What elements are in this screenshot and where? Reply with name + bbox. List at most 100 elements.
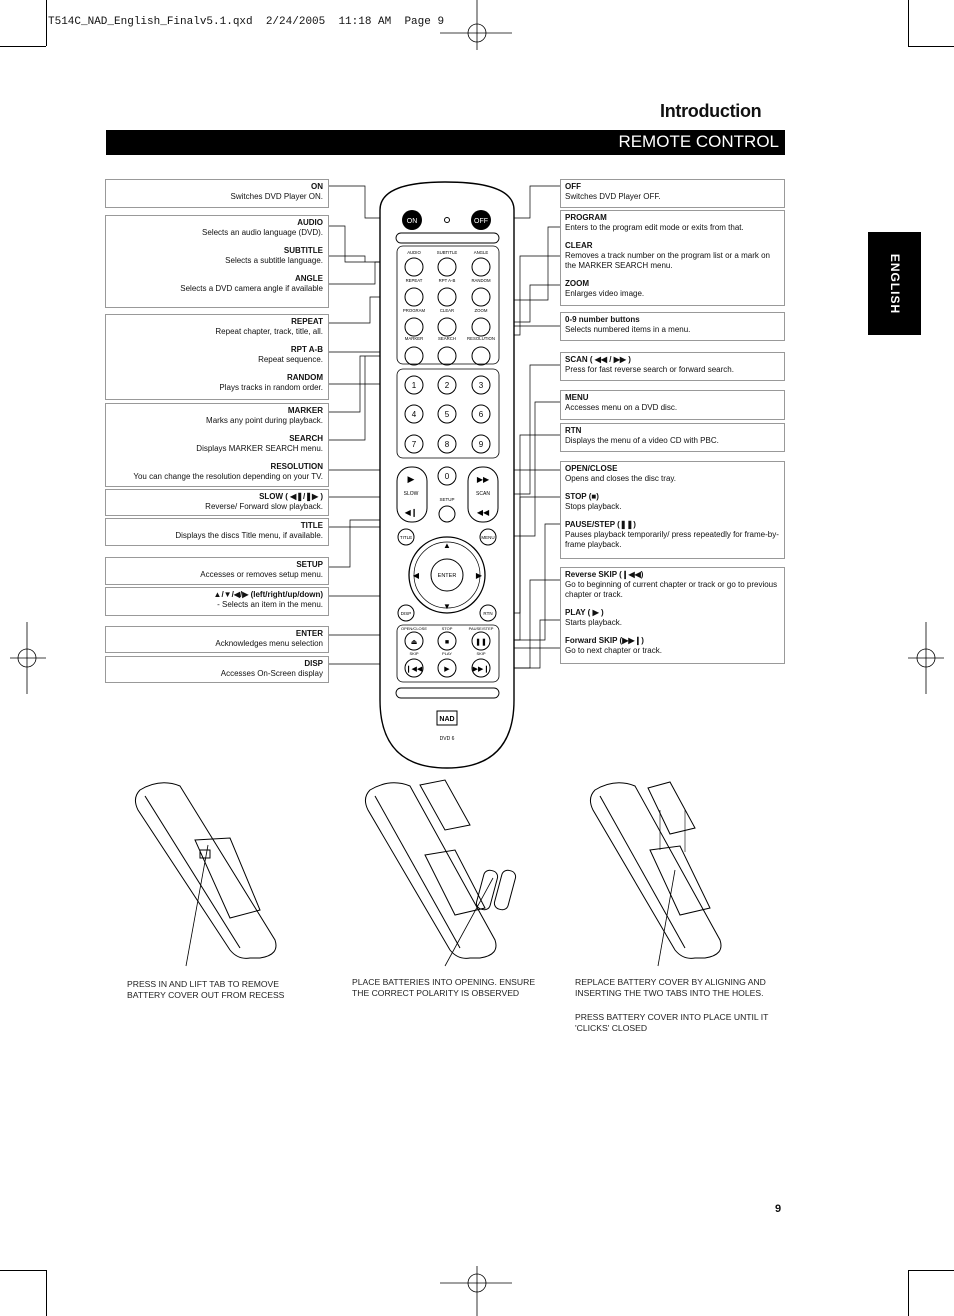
remote-function-button xyxy=(437,257,457,277)
entry-title: Forward SKIP (▶▶❙) xyxy=(565,636,644,645)
entry-description: Displays the discs Title menu, if availa… xyxy=(175,531,323,540)
crop-mark xyxy=(0,1270,46,1271)
entry-title: MARKER xyxy=(287,406,323,415)
remote-function-button xyxy=(404,287,424,307)
digit-button xyxy=(437,404,457,424)
entry-description: Plays tracks in random order. xyxy=(219,383,323,392)
setup-button xyxy=(438,505,456,523)
entry-title: REPEAT xyxy=(291,317,323,326)
remote-button-label: ZOOM xyxy=(475,308,488,313)
remote-button-label: RANDOM xyxy=(471,278,491,283)
entry-description: Displays MARKER SEARCH menu. xyxy=(196,444,323,453)
entry-title: MENU xyxy=(565,393,589,402)
digit-label: 4 xyxy=(412,410,417,419)
transport-button xyxy=(437,658,457,678)
digit-label: 3 xyxy=(479,381,484,390)
slow-label: SLOW xyxy=(404,491,419,497)
right-box: Reverse SKIP (❙◀◀)Go to beginning of cur… xyxy=(560,567,785,664)
battery-step2-illustration xyxy=(364,779,517,967)
crop-mark xyxy=(46,1270,47,1316)
remote-button-label: CLEAR xyxy=(440,308,454,313)
crop-mark xyxy=(0,46,46,47)
entry-description: Pauses playback temporarily/ press repea… xyxy=(565,530,779,549)
entry-title: RTN xyxy=(565,426,582,435)
description-entry: STOP (■)Stops playback. xyxy=(565,492,780,512)
title-button-label: TITLE xyxy=(400,535,412,540)
title-button xyxy=(397,528,415,546)
remote-function-button xyxy=(471,317,491,337)
entry-title: DISP xyxy=(304,659,323,668)
enter-label: ENTER xyxy=(438,573,457,579)
entry-description: Switches DVD Player OFF. xyxy=(565,192,661,201)
entry-description: Marks any point during playback. xyxy=(206,416,323,425)
entry-description: Removes a track number on the program li… xyxy=(565,251,770,270)
digit-label: 1 xyxy=(412,381,417,390)
remote-button-label: RPT A-B xyxy=(439,278,456,283)
transport-panel xyxy=(396,624,500,683)
entry-title: ANGLE xyxy=(295,274,323,283)
remote-button-label: PROGRAM xyxy=(403,308,426,313)
scan-label: SCAN xyxy=(476,491,490,497)
crop-mark xyxy=(908,1270,954,1271)
model-label: DVD 6 xyxy=(440,736,455,742)
remote-button-label: AUDIO xyxy=(407,250,421,255)
power-led xyxy=(444,217,450,223)
nav-ring xyxy=(408,536,486,614)
crop-mark xyxy=(46,0,47,46)
scan-buttons xyxy=(467,466,499,523)
remote-function-button xyxy=(404,346,424,366)
entry-title: Reverse SKIP (❙◀◀) xyxy=(565,570,644,579)
left-box: SLOW ( ◀❚/❚▶ )Reverse/ Forward slow play… xyxy=(105,489,329,516)
entry-description: Repeat chapter, track, title, all. xyxy=(215,327,323,336)
transport-button xyxy=(404,658,424,678)
entry-title: OPEN/CLOSE xyxy=(565,464,618,473)
digit-label: 2 xyxy=(445,381,450,390)
entry-description: Accesses menu on a DVD disc. xyxy=(565,403,678,412)
digit-label: 9 xyxy=(479,440,484,449)
battery-illustrations xyxy=(134,779,722,967)
entry-title: OFF xyxy=(565,182,581,191)
transport-icon: ▶ xyxy=(444,666,450,673)
digit-button xyxy=(404,434,424,454)
entry-title: RANDOM xyxy=(287,373,323,382)
digit-button xyxy=(471,404,491,424)
battery-caption-3: REPLACE BATTERY COVER BY ALIGNING AND IN… xyxy=(575,977,766,998)
off-button xyxy=(471,210,491,230)
slow-forward-icon: ▶ xyxy=(408,474,415,484)
transport-icon: ■ xyxy=(445,639,449,646)
entry-description: Selects a DVD camera angle if available xyxy=(180,284,323,293)
entry-title: PLAY ( ▶ ) xyxy=(565,608,604,617)
on-button-label: ON xyxy=(407,218,418,225)
entry-description: Opens and closes the disc tray. xyxy=(565,474,677,483)
entry-title: RESOLUTION xyxy=(270,462,323,471)
battery-caption-1: PRESS IN AND LIFT TAB TO REMOVE BATTERY … xyxy=(127,979,285,1000)
description-entry: Forward SKIP (▶▶❙)Go to next chapter or … xyxy=(565,636,780,656)
description-entry: PAUSE/STEP (❚❚)Pauses playback temporari… xyxy=(565,520,780,550)
number-panel xyxy=(396,368,500,459)
entry-description: Reverse/ Forward slow playback. xyxy=(205,502,323,511)
remote-body xyxy=(379,181,515,769)
entry-title: ON xyxy=(311,182,323,191)
entry-description: Go to beginning of current chapter or tr… xyxy=(565,580,778,599)
entry-title: SCAN ( ◀◀ / ▶▶ ) xyxy=(565,355,631,364)
description-entry: Reverse SKIP (❙◀◀)Go to beginning of cur… xyxy=(565,570,780,600)
transport-label: STOP xyxy=(442,626,453,631)
battery-caption-2: PLACE BATTERIES INTO OPENING. ENSURE THE… xyxy=(352,977,536,998)
entry-description: Accesses On-Screen display xyxy=(220,669,323,678)
transport-label: PAUSE/STEP xyxy=(469,626,494,631)
